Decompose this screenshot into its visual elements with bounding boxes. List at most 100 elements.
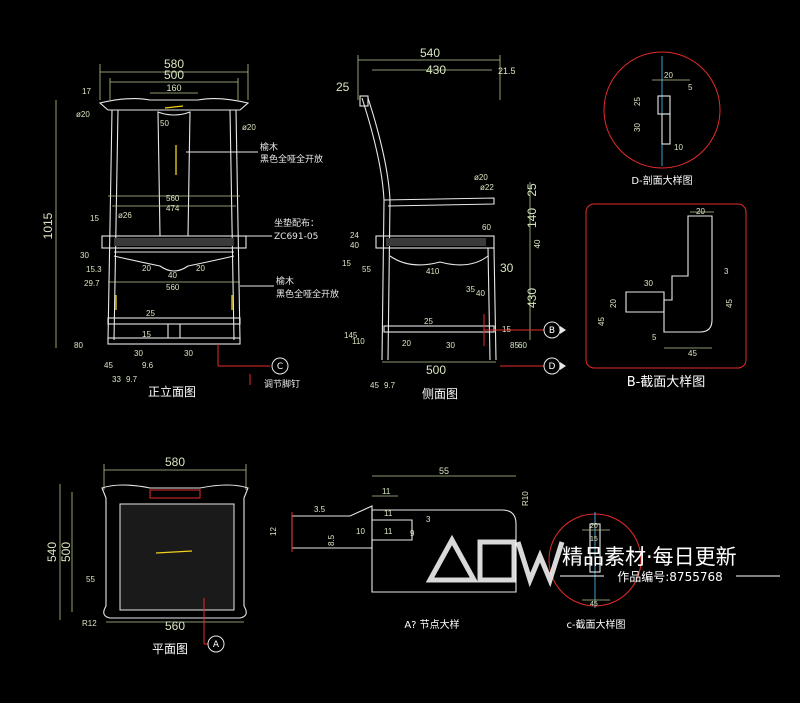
callout-c-label: 调节脚钉 (264, 379, 300, 390)
plan-dim-55: 55 (86, 575, 95, 584)
side-dim-40b: 40 (350, 241, 359, 250)
detail-c: 20 15 45 c-截面大样图 (548, 512, 642, 631)
front-note-cushion: 坐垫配布： (274, 217, 319, 229)
front-note-wood-2: 榆木 (276, 275, 294, 287)
side-dim-540: 540 (420, 46, 440, 60)
front-elevation: 580 500 160 17 ø20 50 ø20 1015 560 474 1… (41, 57, 339, 399)
side-dim-140: 140 (525, 208, 539, 228)
side-dim-25: 25 (525, 183, 539, 197)
side-dim-110: 110 (352, 337, 365, 346)
side-dim-21-5: 21.5 (498, 66, 516, 76)
front-dim-20a: 20 (142, 264, 151, 273)
detail-a-dim-11c: 11 (384, 527, 393, 536)
front-dim-45: 45 (104, 361, 113, 370)
front-note-finish-2: 黑色全哑全开放 (276, 288, 339, 300)
side-dim-40: 40 (533, 239, 542, 248)
detail-a-dim-10: 10 (356, 527, 365, 536)
detail-b-dim-45l: 45 (597, 317, 606, 326)
detail-a-dim-11b: 11 (384, 509, 393, 518)
front-dim-500: 500 (164, 68, 184, 82)
front-dim-15-3: 15.3 (86, 265, 102, 274)
side-view-title: 侧面图 (422, 387, 458, 401)
front-dim-15: 15 (90, 214, 99, 223)
detail-b-dim-45v: 45 (725, 299, 734, 308)
detail-d-dim-20: 20 (664, 71, 673, 80)
front-dim-17: 17 (82, 87, 91, 96)
side-dim-430v: 430 (525, 288, 539, 308)
front-note-wood-1: 榆木 (260, 141, 278, 153)
plan-dim-r12: R12 (82, 619, 97, 628)
plan-dim-560: 560 (165, 619, 185, 633)
detail-a-dim-12: 12 (269, 527, 278, 536)
side-dim-45: 45 (370, 381, 379, 390)
detail-b: 20 3 30 45 20 45 5 45 B-截面大样图 (585, 203, 747, 390)
front-dim-9-6: 9.6 (142, 361, 154, 370)
watermark-code: 作品编号:8755768 (617, 569, 723, 584)
side-dim-25b: 25 (424, 317, 433, 326)
detail-b-dim-3: 3 (724, 267, 729, 276)
callout-d-letter: D (549, 362, 556, 372)
detail-a: 55 11 R10 3.5 12 11 10 11 3 9 8.5 A? 节点大… (269, 466, 530, 631)
front-dim-30c: 30 (134, 349, 143, 358)
side-dim-60: 60 (482, 223, 491, 232)
front-dim-20b: 20 (196, 264, 205, 273)
side-dim-d20: ø20 (474, 173, 488, 182)
front-dim-15b: 15 (142, 330, 151, 339)
detail-c-title: c-截面大样图 (566, 618, 625, 631)
side-dim-d22: ø22 (480, 183, 494, 192)
detail-d-dim-5: 5 (688, 83, 693, 92)
detail-a-dim-9: 9 (410, 529, 415, 538)
plan-view: 580 540 500 55 560 R12 A 平面图 (45, 455, 249, 656)
front-dim-560-bottom: 560 (166, 283, 180, 292)
detail-b-dim-20: 20 (696, 207, 705, 216)
side-dim-55: 55 (362, 265, 371, 274)
front-dim-580: 580 (164, 57, 184, 71)
side-dim-145: 145 (344, 331, 358, 340)
front-dim-d26: ø26 (118, 211, 132, 220)
detail-b-dim-5: 5 (652, 333, 657, 342)
side-dim-30b: 30 (446, 341, 455, 350)
detail-d-title: D-剖面大样图 (631, 174, 692, 187)
side-dim-35: 35 (466, 285, 475, 294)
detail-d-dim-30: 30 (633, 123, 642, 132)
detail-c-dim-45: 45 (590, 601, 598, 608)
plan-dim-580: 580 (165, 455, 185, 469)
side-dim-15: 15 (342, 259, 351, 268)
callout-c-letter: C (277, 362, 283, 372)
side-dim-25-top: 25 (336, 80, 350, 94)
front-note-fabric-code: ZC691-05 (274, 232, 318, 242)
side-dim-410: 410 (426, 267, 440, 276)
front-dim-40: 40 (168, 271, 177, 280)
callout-b-letter: B (549, 326, 555, 336)
side-dim-500: 500 (426, 363, 446, 377)
callout-a-icon (207, 635, 225, 653)
detail-d: 20 5 25 30 10 D-剖面大样图 (603, 51, 721, 187)
front-dim-474: 474 (166, 204, 180, 213)
side-dim-30: 30 (500, 261, 514, 275)
detail-d-dim-10: 10 (674, 143, 683, 152)
front-dim-160: 160 (166, 83, 181, 93)
detail-a-dim-55: 55 (439, 466, 449, 476)
front-dim-d20-right: ø20 (242, 123, 256, 132)
side-dim-85: 85 (510, 341, 519, 350)
detail-a-dim-3: 3 (426, 515, 431, 524)
front-view-title: 正立面图 (148, 384, 196, 399)
front-dim-30: 30 (80, 251, 89, 260)
detail-a-dim-11a: 11 (382, 487, 391, 496)
detail-a-dim-3-5: 3.5 (314, 505, 326, 514)
side-dim-20: 20 (402, 339, 411, 348)
front-note-finish-1: 黑色全哑全开放 (260, 153, 323, 165)
detail-b-dim-30: 30 (644, 279, 653, 288)
side-elevation: 540 430 21.5 25 ø20 ø22 25 140 60 40 24 … (336, 46, 566, 401)
front-dim-560-top: 560 (166, 194, 180, 203)
side-dim-9-7: 9.7 (384, 381, 396, 390)
watermark: 精品素材·每日更新 作品编号:8755768 (425, 534, 780, 588)
detail-b-title: B-截面大样图 (627, 375, 706, 390)
watermark-brand: 精品素材·每日更新 (562, 545, 737, 569)
detail-c-dim-20: 20 (590, 523, 598, 530)
side-dim-24: 24 (350, 231, 359, 240)
detail-b-dim-45: 45 (688, 349, 697, 358)
front-dim-50: 50 (160, 119, 169, 128)
detail-a-title: A? 节点大样 (404, 618, 459, 631)
